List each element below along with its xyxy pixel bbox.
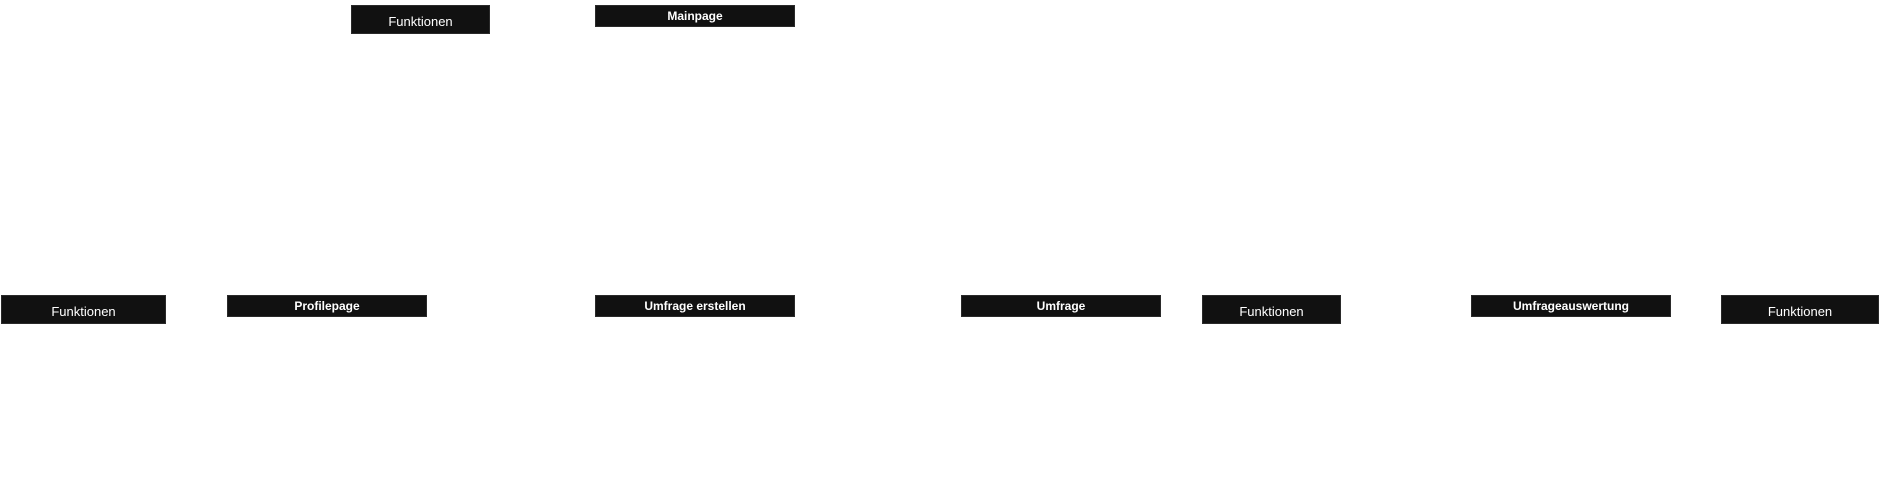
mainpage-label: Mainpage <box>667 9 723 23</box>
mainpage-node[interactable]: Mainpage <box>595 5 795 27</box>
funktionen-node-umfrageauswertung[interactable]: Funktionen <box>1721 295 1879 324</box>
profilepage-label: Profilepage <box>294 299 360 313</box>
umfrage-label: Umfrage <box>1036 299 1086 313</box>
profilepage-node[interactable]: Profilepage <box>227 295 427 317</box>
funktionen-node-profilepage[interactable]: Funktionen <box>1 295 166 324</box>
umfrageauswertung-node[interactable]: Umfrageauswertung <box>1471 295 1671 317</box>
funktionen-node-mainpage[interactable]: Funktionen <box>351 5 490 34</box>
funktionen-label: Funktionen <box>51 303 116 319</box>
umfrageauswertung-label: Umfrageauswertung <box>1512 299 1630 313</box>
funktionen-label: Funktionen <box>1239 303 1304 319</box>
umfrage-erstellen-node[interactable]: Umfrage erstellen <box>595 295 795 317</box>
umfrage-erstellen-label: Umfrage erstellen <box>644 299 746 313</box>
funktionen-node-umfrage[interactable]: Funktionen <box>1202 295 1341 324</box>
funktionen-label: Funktionen <box>1767 303 1833 319</box>
umfrage-node[interactable]: Umfrage <box>961 295 1161 317</box>
funktionen-label: Funktionen <box>388 13 453 29</box>
